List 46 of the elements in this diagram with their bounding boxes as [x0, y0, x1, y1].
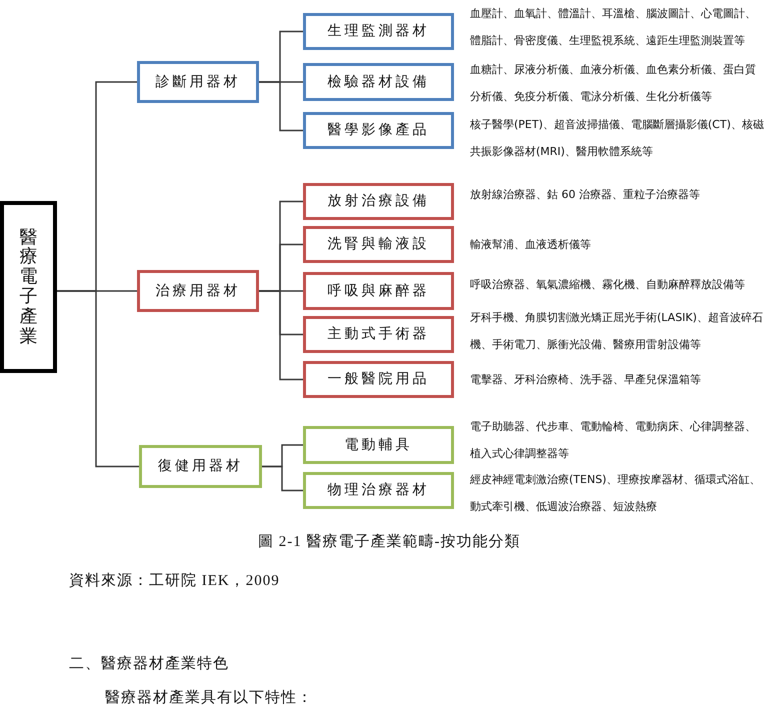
subcategory-label: 放射治療設備: [328, 193, 430, 210]
subcategory-label: 醫學影像產品: [328, 122, 430, 139]
description-text: 經皮神經電刺激治療(TENS)、理療按摩器材、循環式浴缸、動式牽引機、低週波治療器、短波熱療: [470, 472, 762, 515]
subcategory-box: [303, 361, 454, 398]
category-box: [139, 445, 262, 488]
subcategory-label: 物理治療器材: [328, 482, 430, 499]
subcategory-label: 呼吸與麻醉器: [328, 282, 430, 300]
description-text: 電擊器、牙科治療椅、洗手器、早產兒保溫箱等: [470, 372, 702, 388]
subcategory-box: [303, 63, 454, 101]
subcategory-box: [303, 316, 454, 353]
description-text: 核子醫學(PET)、超音波掃描儀、電腦斷層攝影儀(CT)、核磁共振影像器材(MRI)、醫用軟體系統等: [470, 117, 764, 160]
subcategory-box: [303, 472, 454, 509]
description-text: 呼吸治療器、氧氣濃縮機、霧化機、自動麻醉釋放設備等: [470, 277, 746, 293]
subcategory-label: 洗腎與輸液設: [328, 236, 430, 253]
description-text: 血糖計、尿液分析儀、血液分析儀、血色素分析儀、蛋白質分析儀、免疫分析儀、電泳分析儀、生化分析儀等: [470, 62, 757, 105]
category-label: 醫療電子產業: [20, 228, 38, 346]
subcategory-box: [303, 183, 454, 220]
subcategory-label: 電動輔具: [344, 436, 412, 454]
source-note: 資料來源：工研院 IEK，2009: [69, 572, 280, 590]
subcategory-box: [303, 226, 454, 263]
subcategory-label: 主動式手術器: [328, 326, 430, 343]
subcategory-box: [303, 13, 454, 50]
category-box: [137, 61, 259, 103]
connector-line: [259, 81, 303, 132]
connector-line: [57, 290, 139, 468]
category-label: 復健用器材: [158, 458, 243, 475]
subcategory-box: [303, 272, 454, 310]
subcategory-box: [303, 112, 454, 149]
connector-line: [259, 290, 303, 380]
subcategory-box: [303, 426, 454, 464]
figure-caption: 圖 2-1 醫療電子產業範疇-按功能分類: [258, 533, 520, 551]
description-text: 輸液幫浦、血液透析儀等: [470, 237, 592, 253]
subcategory-label: 檢驗器材設備: [328, 74, 430, 90]
body-text: 醫療器材產業具有以下特性：: [105, 689, 313, 707]
category-label: 診斷用器材: [156, 74, 240, 90]
connector-line: [262, 466, 303, 492]
description-text: 放射線治療器、鈷 60 治療器、重粒子治療器等: [470, 187, 701, 203]
category-box: [137, 270, 259, 312]
subcategory-label: 生理監測器材: [328, 23, 430, 40]
section-heading: 二、醫療器材產業特色: [69, 655, 229, 673]
description-text: 牙科手機、角膜切割激光矯正屈光手術(LASIK)、超音波碎石機、手術電刀、脈衝光設備、醫療用雷射設備等: [470, 310, 764, 353]
subcategory-label: 一般醫院用品: [328, 371, 430, 388]
root-category-box: [0, 201, 57, 373]
category-label: 治療用器材: [156, 282, 240, 300]
description-text: 電子助聽器、代步車、電動輪椅、電動病床、心律調整器、植入式心律調整器等: [470, 419, 757, 462]
description-text: 血壓計、血氧計、體溫計、耳溫槍、腦波圖計、心電圖計、體脂計、骨密度儀、生理監視系統、遠距生理監測裝置等: [470, 6, 757, 49]
